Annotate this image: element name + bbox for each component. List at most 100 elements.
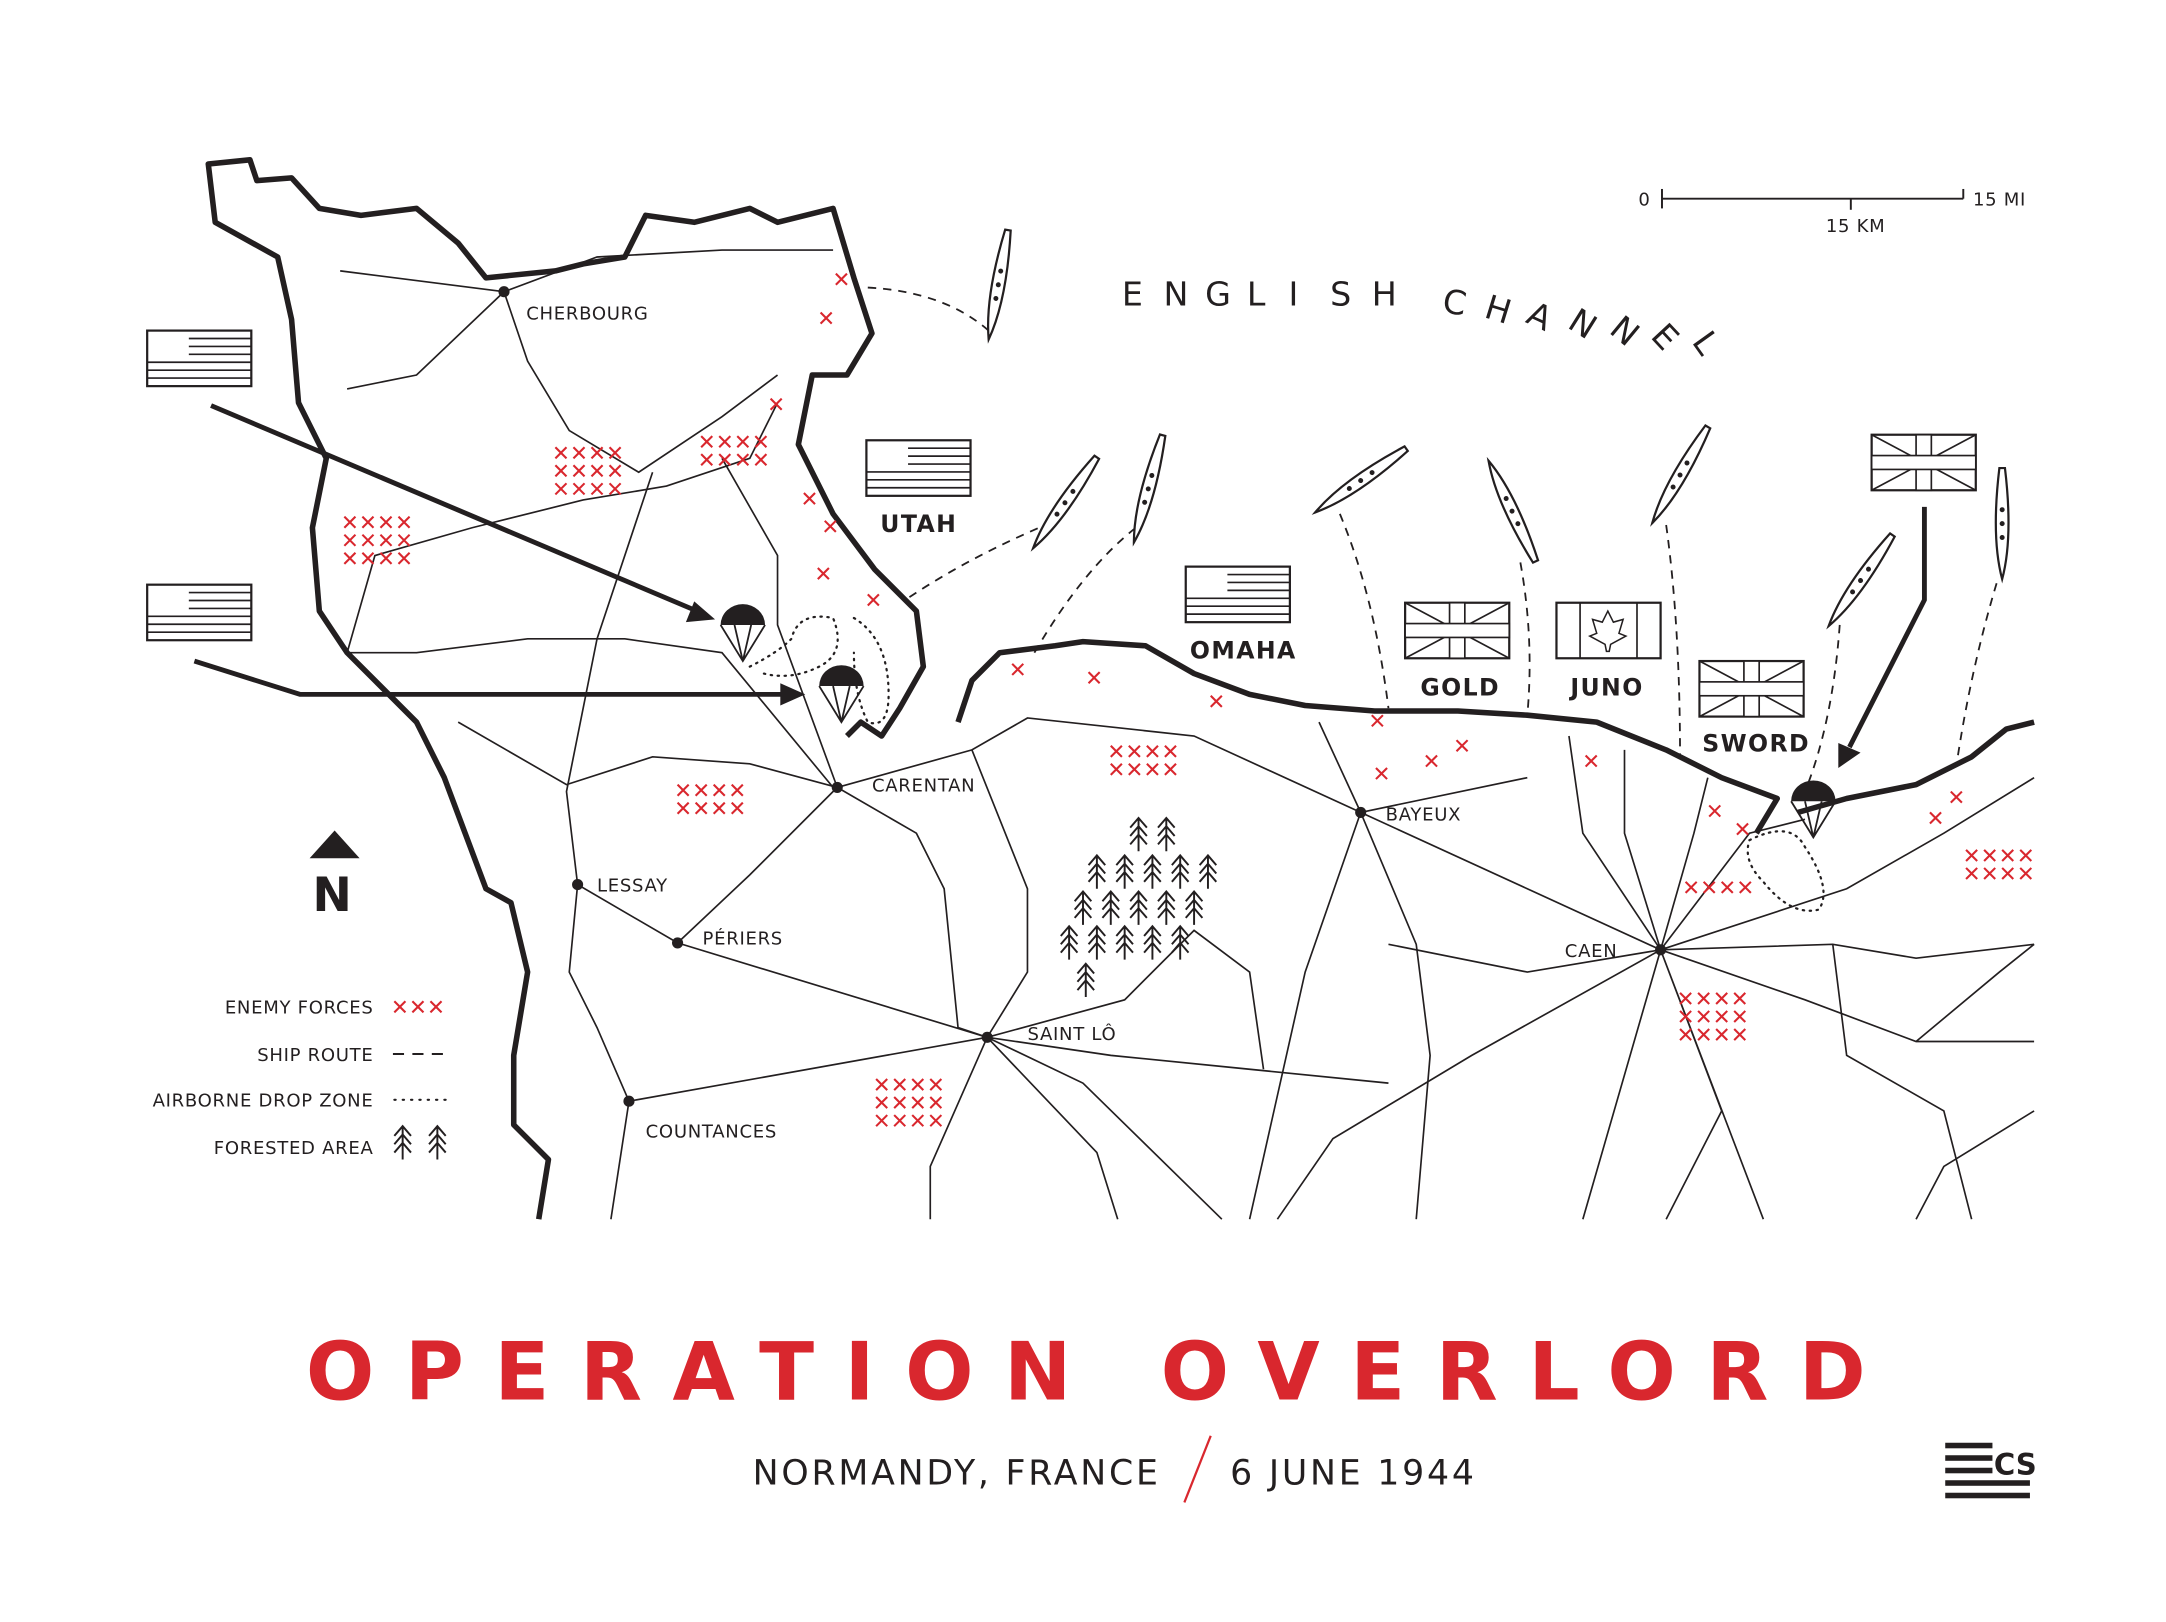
enemy-x-mark: [379, 533, 393, 547]
enemy-x-mark: [817, 567, 830, 580]
enemy-forces: [343, 272, 2033, 1127]
enemy-x-mark: [1929, 811, 1942, 825]
us-flag-icon: [1184, 565, 1291, 624]
enemy-x-mark: [1736, 822, 1749, 836]
sea-label-letter: N: [1164, 275, 1189, 314]
enemy-x-mark: [343, 533, 357, 547]
enemy-x-mark: [361, 552, 375, 565]
cs-logo: CS: [1945, 1442, 2037, 1499]
enemy-x-mark: [554, 482, 568, 496]
scale-miles: 15 MI: [1973, 190, 2026, 211]
city-cherbourg: CHERBOURG: [526, 303, 648, 324]
enemy-x-mark: [1715, 992, 1728, 1005]
subtitle-divider: [1183, 1435, 1212, 1503]
scale-bar: [1661, 188, 1965, 210]
sea-label-letter: E: [1122, 275, 1143, 314]
tree-icon: [1157, 816, 1176, 852]
enemy-x-mark: [2001, 849, 2015, 862]
enemy-x-mark: [1110, 745, 1123, 758]
legend: ENEMY FORCES SHIP ROUTE AIRBORNE DROP ZO…: [153, 998, 447, 1160]
enemy-x-mark: [397, 552, 411, 565]
city-carentan: CARENTAN: [872, 776, 975, 797]
airborne-drop-zones: [748, 615, 1825, 912]
enemy-x-mark: [572, 464, 586, 478]
enemy-x-mark: [397, 533, 411, 547]
page-title: OPERATION OVERLORD: [306, 1325, 1896, 1419]
enemy-x-mark: [608, 446, 622, 460]
beach-juno: JUNO: [1568, 674, 1643, 702]
enemy-x-mark: [1950, 790, 1963, 804]
enemy-x-mark: [590, 482, 604, 496]
city-caen: CAEN: [1565, 941, 1618, 962]
enemy-x-mark: [1965, 867, 1978, 880]
enemy-x-mark: [929, 1096, 943, 1109]
enemy-x-mark: [867, 593, 880, 607]
enemy-x-mark: [929, 1114, 943, 1127]
enemy-x-mark: [393, 1000, 407, 1014]
parachute-icon: [1790, 780, 1837, 840]
tree-icon: [1157, 890, 1176, 925]
enemy-x-mark: [379, 552, 393, 565]
beach-omaha: OMAHA: [1190, 636, 1297, 664]
sea-label-letter: E: [1644, 316, 1687, 358]
ship-icon: [1132, 433, 1167, 547]
enemy-x-mark: [379, 515, 393, 529]
uk-flag-icon: [1698, 659, 1805, 718]
enemy-x-mark: [718, 435, 732, 448]
legend-ship: SHIP ROUTE: [257, 1045, 373, 1066]
enemy-x-mark: [554, 464, 568, 478]
sea-label-letter: H: [1481, 287, 1516, 332]
beach-gold: GOLD: [1420, 674, 1500, 702]
enemy-x-mark: [736, 435, 750, 448]
ships: [986, 228, 2010, 630]
legend-forest: FORESTED AREA: [214, 1138, 374, 1159]
tree-icon: [1073, 890, 1093, 925]
enemy-x-mark: [1679, 1010, 1692, 1023]
subtitle-location: NORMANDY, FRANCE: [753, 1453, 1161, 1493]
enemy-x-mark: [429, 1000, 443, 1014]
legend-enemy: ENEMY FORCES: [225, 998, 374, 1019]
city-countances: COUNTANCES: [646, 1121, 777, 1142]
parachute-icon: [719, 604, 766, 663]
enemy-x-mark: [700, 453, 714, 467]
enemy-x-mark: [835, 272, 848, 286]
tree-icon: [428, 1124, 447, 1160]
enemy-x-mark: [893, 1078, 907, 1091]
tree-icon: [1115, 924, 1134, 960]
enemy-x-mark: [1584, 754, 1598, 768]
enemy-x-mark: [1375, 767, 1388, 780]
sea-label-letter: H: [1372, 275, 1397, 314]
enemy-x-mark: [803, 492, 816, 505]
enemy-x-mark: [1371, 714, 1384, 728]
enemy-x-mark: [1715, 1028, 1728, 1041]
enemy-x-mark: [875, 1096, 888, 1109]
tree-icon: [1171, 924, 1190, 960]
beach-utah: UTAH: [880, 510, 957, 538]
sea-label-letter: I: [1288, 275, 1298, 314]
scale-km: 15 KM: [1826, 216, 1886, 237]
ship-icon: [1826, 531, 1897, 630]
enemy-x-mark: [736, 453, 750, 467]
enemy-x-mark: [572, 482, 586, 496]
enemy-x-mark: [361, 515, 375, 529]
enemy-x-mark: [1739, 881, 1752, 894]
enemy-x-mark: [554, 446, 568, 460]
city-bayeux: BAYEUX: [1386, 805, 1462, 826]
enemy-x-mark: [1128, 763, 1141, 776]
ship-icon: [1030, 454, 1101, 552]
enemy-x-mark: [730, 801, 744, 815]
enemy-x-mark: [397, 515, 411, 529]
enemy-x-mark: [893, 1114, 907, 1127]
enemy-x-mark: [875, 1078, 888, 1091]
tree-icon: [1129, 816, 1148, 852]
enemy-x-mark: [1697, 1010, 1710, 1023]
enemy-x-mark: [1733, 1028, 1747, 1041]
enemy-x-mark: [1697, 992, 1710, 1005]
enemy-x-mark: [929, 1078, 943, 1091]
enemy-x-mark: [1702, 881, 1716, 894]
tree-icon: [1171, 853, 1190, 889]
enemy-x-mark: [1708, 804, 1722, 818]
tree-icon: [1129, 890, 1148, 925]
enemy-x-mark: [2019, 867, 2033, 880]
